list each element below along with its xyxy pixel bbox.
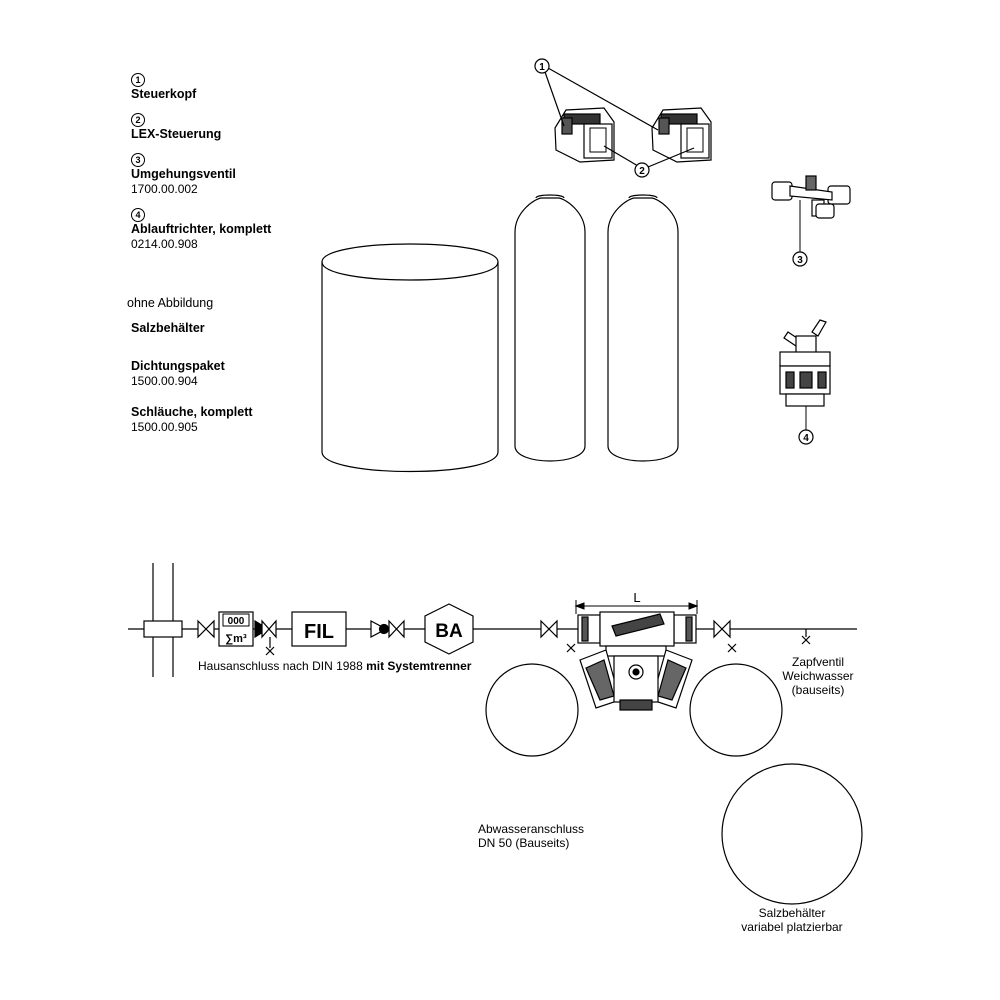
system-separator-valve xyxy=(254,619,277,656)
legend-extra-hoses: Schläuche, komplett 1500.00.905 xyxy=(131,405,253,435)
legend-extra-seal-kit: Dichtungspaket 1500.00.904 xyxy=(131,359,225,389)
ba-backflow-hexagon: BA xyxy=(424,603,474,655)
soft-water-tap-label: Zapfventil Weichwasser (bauseits) xyxy=(768,655,868,697)
legend-name-2: LEX-Steuerung xyxy=(131,127,222,141)
legend-name-3: Umgehungsventil xyxy=(131,167,236,181)
drain-label-line-2: DN 50 (Bauseits) xyxy=(478,836,570,850)
legend-number-3: 3 xyxy=(131,153,145,167)
vessel-circle-right xyxy=(689,663,783,757)
without-image-label: ohne Abbildung xyxy=(127,296,214,310)
salt-label-line-2: variabel platzierbar xyxy=(741,920,843,934)
house-connection-bold-text: mit Systemtrenner xyxy=(366,659,472,673)
callout-4: 4 xyxy=(798,429,814,445)
legend-number-4: 4 xyxy=(131,208,145,222)
legend-number-1: 1 xyxy=(131,73,145,87)
house-pipe-vertical xyxy=(152,563,174,677)
dimension-l xyxy=(574,600,699,614)
legend-number-2: 2 xyxy=(131,113,145,127)
resin-vessel-left xyxy=(514,194,586,462)
control-head-left xyxy=(554,107,615,163)
tap-label-line-3: (bauseits) xyxy=(791,683,845,697)
legend-item-drain-funnel: 4 Ablauftrichter, komplett 0214.00.908 xyxy=(131,207,391,252)
legend-name-1: Steuerkopf xyxy=(131,87,197,101)
house-connection-box xyxy=(143,620,183,638)
water-meter: 000 ∑m³ xyxy=(218,611,254,647)
ba-label: BA xyxy=(435,621,463,642)
legend-extra-salt-tank: Salzbehälter xyxy=(131,321,205,336)
callout-3-number: 3 xyxy=(797,255,803,266)
legend-item-control-head: 1 Steuerkopf xyxy=(131,72,391,102)
house-connection-label: Hausanschluss nach DIN 1988 mit Systemtr… xyxy=(198,659,471,673)
filter-label: FIL xyxy=(304,621,334,643)
legend-name-4: Ablauftrichter, komplett xyxy=(131,222,272,236)
dimension-l-label: L xyxy=(633,590,640,605)
shutoff-valve-1 xyxy=(197,619,215,639)
pressure-reducer xyxy=(370,619,405,639)
shutoff-valve-outlet xyxy=(713,619,737,653)
legend-item-lex-control: 2 LEX-Steuerung xyxy=(131,112,391,142)
filter-box: FIL xyxy=(291,611,347,647)
tap-label-line-2: Weichwasser xyxy=(782,669,854,683)
brine-tank-illustration xyxy=(321,243,499,473)
resin-vessel-right xyxy=(607,194,679,462)
drain-connection-label: Abwasseranschluss DN 50 (Bauseits) xyxy=(478,822,584,850)
salt-tank-circle xyxy=(721,763,863,905)
callout-3: 3 xyxy=(792,251,808,267)
softener-bypass-valve xyxy=(577,611,697,711)
legend-code-4: 0214.00.908 xyxy=(131,237,198,251)
tap-label-line-1: Zapfventil xyxy=(791,655,845,669)
callout-4-number: 4 xyxy=(803,433,809,444)
meter-unit-text: ∑m³ xyxy=(225,633,247,645)
legend-code-3: 1700.00.002 xyxy=(131,182,198,196)
bypass-valve-illustration xyxy=(771,175,851,252)
house-connection-text: Hausanschluss nach DIN 1988 xyxy=(198,659,367,673)
control-head-right xyxy=(651,107,712,163)
shutoff-valve-inlet xyxy=(540,619,576,653)
legend-extra-code-2: 1500.00.904 xyxy=(131,374,198,388)
callout-2-number: 2 xyxy=(639,166,645,177)
legend-extra-name-2: Dichtungspaket xyxy=(131,359,225,373)
callout-1-number: 1 xyxy=(539,62,545,73)
parts-legend: 1 Steuerkopf 2 LEX-Steuerung 3 Umgehungs… xyxy=(127,72,391,434)
legend-extra-name-3: Schläuche, komplett xyxy=(131,405,253,419)
salt-tank-label: Salzbehälter variabel platzierbar xyxy=(722,906,862,934)
drain-label-line-1: Abwasseranschluss xyxy=(478,822,585,836)
legend-extra-code-3: 1500.00.905 xyxy=(131,420,198,434)
soft-water-tap-marker xyxy=(801,629,811,645)
vessel-circle-left xyxy=(485,663,579,757)
salt-label-line-1: Salzbehälter xyxy=(758,906,826,920)
callout-2: 2 xyxy=(603,145,695,178)
legend-extra-name-1: Salzbehälter xyxy=(131,321,205,335)
callout-1: 1 xyxy=(534,58,659,131)
legend-item-bypass-valve: 3 Umgehungsventil 1700.00.002 xyxy=(131,152,391,197)
meter-counter-text: 000 xyxy=(228,616,245,627)
drain-funnel-illustration xyxy=(779,319,831,430)
